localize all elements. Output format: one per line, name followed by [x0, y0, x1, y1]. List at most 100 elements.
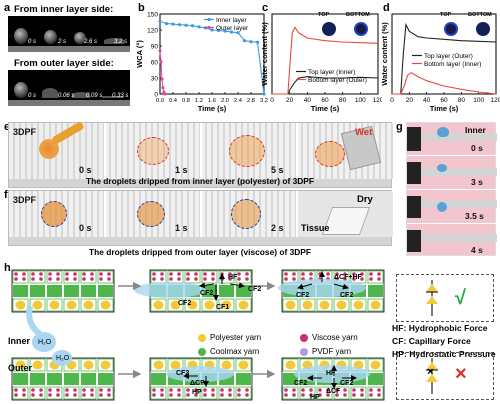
viscose-fiber	[369, 388, 373, 392]
viscose-fiber	[194, 393, 198, 397]
dry-label: Dry	[357, 194, 373, 205]
viscose-fiber	[160, 393, 164, 397]
yarn-cell	[368, 285, 383, 297]
polyester-fiber	[204, 300, 215, 310]
x-tick-label: 100	[473, 97, 484, 104]
x-tick-label: 0	[270, 97, 274, 104]
plot-frame	[159, 13, 265, 95]
data-point	[255, 40, 260, 44]
yarn-cell	[30, 285, 45, 297]
y-axis-label: WCA (°)	[136, 40, 144, 68]
x-tick-label: 20	[406, 97, 414, 104]
sample-disc-top	[322, 22, 336, 36]
viscose-fiber	[237, 393, 241, 397]
polyester-fiber	[187, 300, 198, 310]
bottom-label: BOTTOM	[346, 12, 370, 18]
water-film	[278, 279, 366, 297]
viscose-fiber	[237, 272, 241, 276]
symbol-triangle	[426, 296, 438, 304]
viscose-fiber	[326, 393, 330, 397]
top-label: TOP	[440, 12, 452, 18]
viscose-fiber	[31, 393, 35, 397]
sample-label: 3DPF	[13, 127, 37, 137]
viscose-fiber	[169, 388, 173, 392]
sample-disc-bottom	[476, 22, 490, 36]
yarn-cell	[98, 285, 113, 297]
panel-a-inner-title: From inner layer side:	[14, 4, 114, 15]
viscose-fiber	[352, 393, 356, 397]
polyester-fiber	[370, 300, 381, 310]
viscose-fiber	[22, 272, 26, 276]
viscose-fiber	[284, 388, 288, 392]
panel-label-d: d	[383, 2, 390, 14]
viscose-fiber	[14, 393, 18, 397]
force-arrow	[199, 282, 215, 289]
x-axis-label: Time (s)	[311, 104, 340, 113]
legend-label: Inner layer	[216, 17, 248, 24]
viscose-fiber	[360, 388, 364, 392]
viscose-fiber	[90, 272, 94, 276]
viscose-fiber	[65, 272, 69, 276]
data-point	[158, 19, 162, 24]
viscose-fiber	[99, 393, 103, 397]
top-label: TOP	[318, 12, 330, 18]
viscose-fiber	[22, 277, 26, 281]
yarn-cell	[202, 285, 217, 297]
viscose-fiber	[352, 277, 356, 281]
yarn-cell	[13, 285, 28, 297]
viscose-fiber	[65, 393, 69, 397]
viscose-fiber	[301, 393, 305, 397]
time-label: 0.33 s	[112, 93, 129, 99]
force-arrow	[297, 283, 313, 290]
viscose-fiber	[177, 272, 181, 276]
viscose-fiber	[301, 388, 305, 392]
x-tick-label: 80	[339, 97, 347, 104]
check-icon: √	[455, 287, 466, 309]
legend-polyester: Polyester yarn	[198, 333, 261, 342]
viscose-fiber	[194, 388, 198, 392]
polyester-fiber	[238, 360, 249, 370]
viscose-fiber	[292, 393, 296, 397]
viscose-fiber	[237, 277, 241, 281]
viscose-fiber	[56, 388, 60, 392]
data-point	[210, 28, 214, 32]
force-cf2: CF2	[340, 380, 354, 387]
panel-label-h: h	[4, 262, 11, 274]
series-line	[392, 22, 497, 95]
viscose-fiber	[343, 393, 347, 397]
viscose-fiber	[245, 388, 249, 392]
viscose-fiber	[211, 277, 215, 281]
viscose-fiber	[301, 272, 305, 276]
time-label: 0 s	[28, 39, 37, 45]
data-point	[164, 22, 169, 26]
viscose-fiber	[309, 388, 313, 392]
viscose-fiber	[107, 393, 111, 397]
time-label: 2 s	[271, 223, 284, 233]
viscose-fiber	[152, 277, 156, 281]
viscose-fiber	[65, 388, 69, 392]
viscose-fiber	[56, 393, 60, 397]
yarn-cell	[283, 373, 298, 385]
x-tick-label: 60	[440, 97, 448, 104]
viscose-fiber	[292, 272, 296, 276]
panel-label-e: e	[4, 121, 10, 133]
series-line	[159, 20, 265, 95]
force-cf2: CF2	[296, 292, 310, 299]
droplet	[104, 38, 124, 44]
polyester-fiber	[285, 360, 296, 370]
viscose-fiber	[352, 388, 356, 392]
viscose-fiber	[284, 277, 288, 281]
viscose-fiber	[160, 277, 164, 281]
yarn-cell	[47, 285, 62, 297]
x-tick-label: 3.2	[260, 98, 268, 104]
viscose-fiber	[211, 393, 215, 397]
viscose-fiber	[177, 388, 181, 392]
legend-viscose: Viscose yarn	[300, 333, 358, 342]
sample-disc-bottom	[354, 22, 368, 36]
viscose-fiber	[335, 272, 339, 276]
yarn-cell	[368, 373, 383, 385]
x-tick-label: 0.0	[156, 98, 164, 104]
viscose-fiber	[48, 272, 52, 276]
x-tick-label: 2.4	[234, 98, 243, 104]
